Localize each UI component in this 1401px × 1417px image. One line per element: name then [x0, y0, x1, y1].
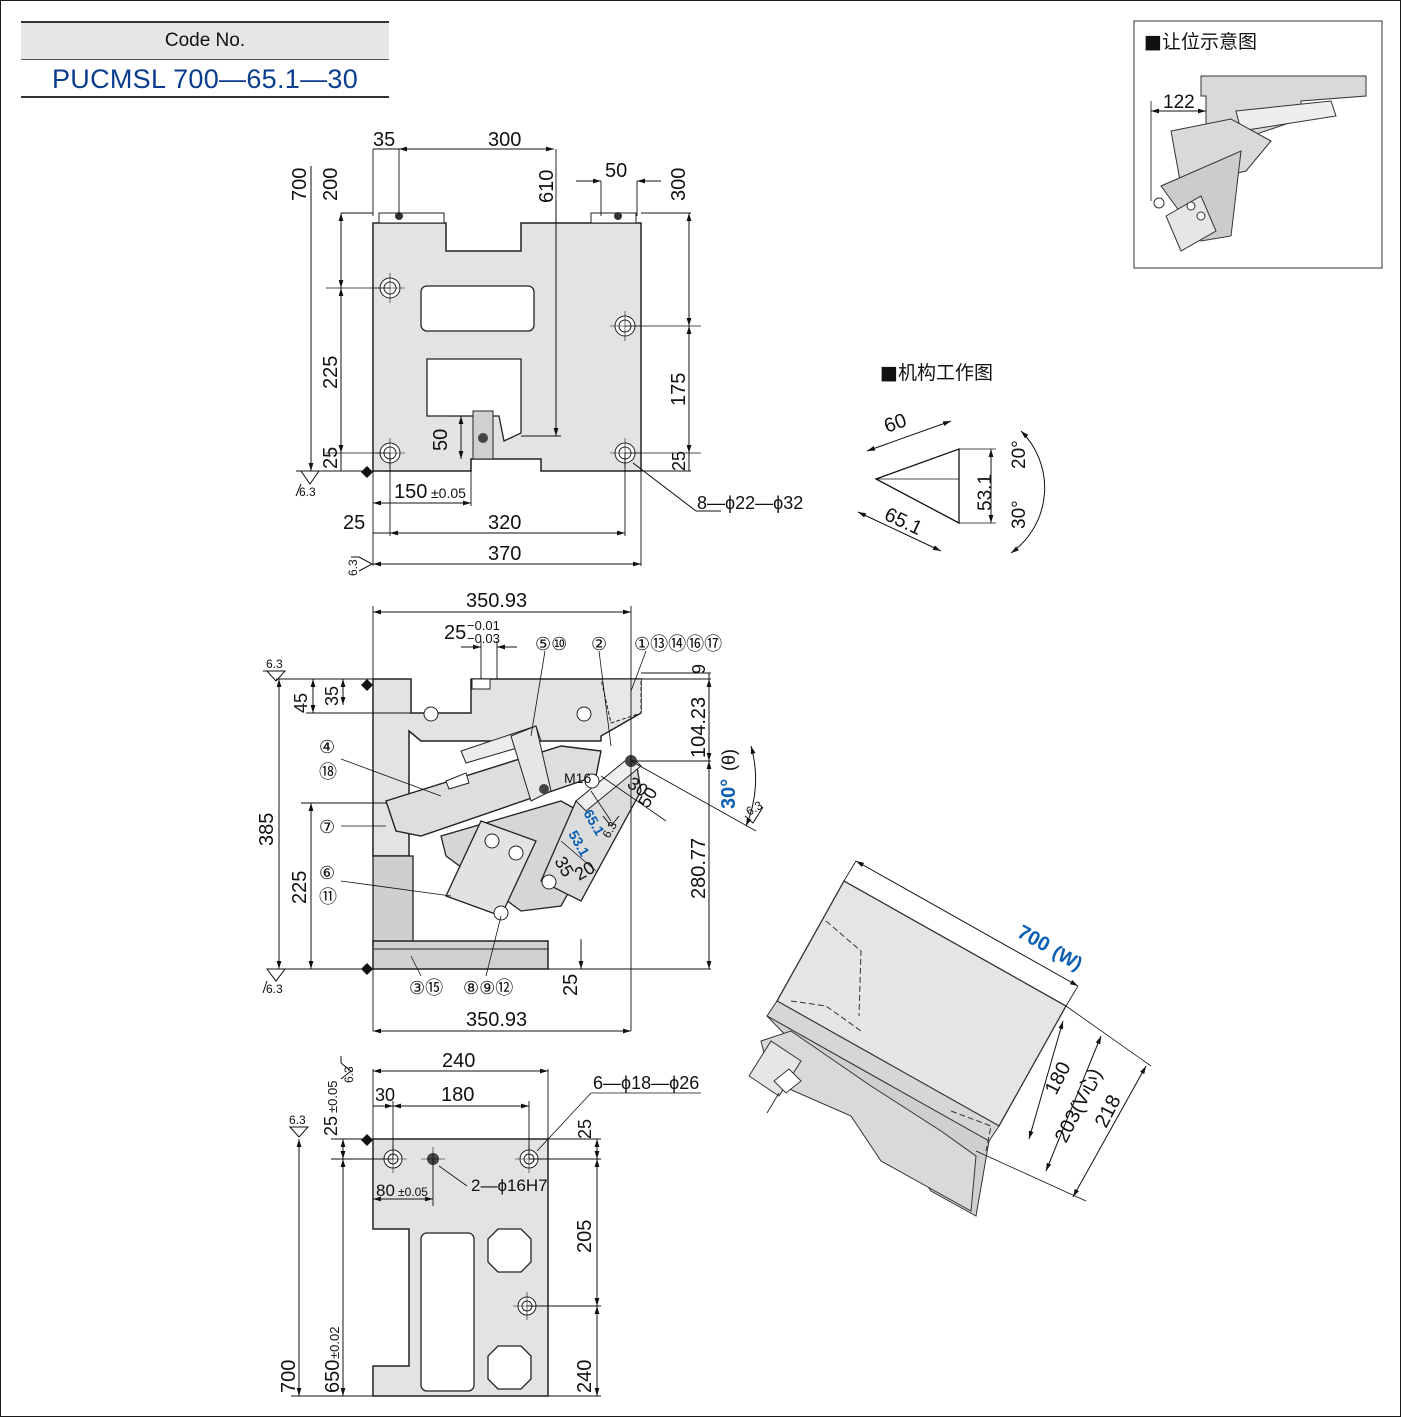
code-value: PUCMSL 700—65.1—30 — [21, 60, 389, 98]
fv-dim-225: 225 — [320, 356, 342, 389]
fv-dim-35: 35 — [373, 129, 395, 151]
sv-part-2: ② — [591, 634, 607, 655]
sv-roughness-1: 6.3 — [266, 657, 283, 671]
fv-dim-150-tol: ±0.05 — [431, 485, 466, 501]
fv-dim-370: 370 — [488, 543, 521, 565]
mech-angle-20: 20° — [1009, 440, 1030, 469]
sv-part-11: ⑪ — [319, 887, 337, 908]
fv-roughness-1: 6.3 — [299, 485, 316, 499]
fv-dim-200: 200 — [320, 168, 342, 201]
sv-dim-key-lower: −0.03 — [467, 631, 500, 646]
sv-roughness-2: 6.3 — [266, 982, 283, 996]
bv-dim-700: 700 — [278, 1360, 300, 1393]
fv-dim-300-right: 300 — [668, 168, 690, 201]
bv-dim-650: 650 — [322, 1360, 344, 1393]
mech-dim-65: 65.1 — [881, 504, 926, 540]
iso-dim-218: 218 — [1091, 1092, 1126, 1132]
bv-dim-25-tol-sub: ±0.05 — [325, 1081, 340, 1113]
bv-dim-205: 205 — [574, 1220, 596, 1253]
sv-part-5-10: ⑤⑩ — [535, 634, 567, 655]
inset-dim: 122 — [1163, 92, 1195, 113]
fv-dim-25-left: 25 — [320, 447, 342, 469]
sv-part-7: ⑦ — [319, 817, 335, 838]
sv-dim-key: 25 — [444, 622, 466, 644]
sv-dim-104: 104.23 — [688, 697, 710, 758]
mechanism-diagram: ■机构工作图 60 65.1 53.1 20° 30° — [857, 362, 1046, 554]
bv-dim-25-tol: 25 — [321, 1116, 341, 1136]
sv-roughness-3: 6.3 — [744, 798, 766, 819]
sv-part-18: ⑱ — [319, 762, 337, 783]
inset-title: ■让位示意图 — [1144, 31, 1257, 53]
sv-part-4: ④ — [319, 737, 335, 758]
code-label: Code No. — [21, 21, 389, 60]
fv-dim-25-right: 25 — [669, 451, 689, 471]
fv-roughness-2: 6.3 — [346, 559, 360, 576]
clearance-inset: ■让位示意图 122 — [1133, 20, 1383, 269]
bv-roughness-1: 6.3 — [342, 1066, 356, 1083]
bottom-view: 240 30 180 25 ±0.05 25 6—ϕ18—ϕ26 2—ϕ16H7… — [278, 1050, 701, 1397]
iso-width-sym: (W) — [1049, 942, 1086, 975]
bv-dim-80-sub: ±0.05 — [398, 1185, 428, 1199]
sv-dim-top: 350.93 — [466, 590, 527, 612]
bv-roughness-2: 6.3 — [289, 1113, 306, 1127]
bv-dim-650-sub: ±0.02 — [327, 1327, 342, 1359]
fv-dim-610: 610 — [536, 170, 558, 203]
mech-dim-53: 53.1 — [975, 474, 996, 511]
fv-dim-50: 50 — [605, 160, 627, 182]
bv-dim-80: 80 — [376, 1181, 395, 1200]
sv-dim-225: 225 — [289, 871, 311, 904]
sv-dim-25-bottom: 25 — [560, 974, 582, 996]
mech-dim-60: 60 — [881, 409, 909, 437]
sv-dim-45: 45 — [291, 693, 311, 713]
isometric-view: 700 (W) 180 203(V心) 218 — [748, 860, 1152, 1217]
bv-dim-180: 180 — [441, 1084, 474, 1106]
front-view: 35 300 50 610 700 200 225 25 300 175 25 … — [289, 129, 803, 576]
sv-dim-280: 280.77 — [688, 838, 710, 899]
sv-angle-symbol: (θ) — [719, 749, 739, 771]
bv-dim-25-right: 25 — [575, 1119, 595, 1139]
fv-dim-175: 175 — [668, 373, 690, 406]
sv-part-3-15: ③⑮ — [409, 978, 443, 999]
fv-dim-700: 700 — [289, 168, 311, 201]
bv-dim-240: 240 — [442, 1050, 475, 1072]
sv-part-1-13-14-16-17: ①⑬⑭⑯⑰ — [634, 634, 722, 655]
iso-dim-180: 180 — [1041, 1059, 1076, 1099]
iso-width-dim: 700 — [1014, 921, 1054, 956]
sv-angle: 30° — [718, 779, 740, 809]
mech-angle-30: 30° — [1009, 500, 1030, 529]
fv-hole-note: 8—ϕ22—ϕ32 — [697, 493, 803, 513]
fv-dim-300: 300 — [488, 129, 521, 151]
code-number-box: Code No. PUCMSL 700—65.1—30 — [21, 21, 389, 98]
sv-dim-bottom: 350.93 — [466, 1009, 527, 1031]
sv-dim-385: 385 — [256, 813, 278, 846]
sv-dim-key-upper: −0.01 — [467, 618, 500, 633]
sv-dim-9: 9 — [689, 664, 709, 674]
bv-pin-note: 2—ϕ16H7 — [471, 1176, 548, 1195]
fv-dim-150: 150 — [394, 481, 427, 503]
fv-dim-320: 320 — [488, 512, 521, 534]
bv-dim-30: 30 — [375, 1085, 395, 1105]
sv-part-6: ⑥ — [319, 863, 335, 884]
sv-thread: M16 — [564, 770, 591, 786]
bv-dim-240-right: 240 — [574, 1360, 596, 1393]
bv-hole-note: 6—ϕ18—ϕ26 — [593, 1073, 699, 1093]
fv-dim-slot-50: 50 — [430, 429, 452, 451]
sv-part-8-9-12: ⑧⑨⑫ — [463, 978, 513, 999]
side-view: 350.93 25 −0.01 −0.03 45 35 385 225 9 10… — [256, 590, 766, 1034]
fv-dim-25-bottom: 25 — [343, 512, 365, 534]
sv-dim-35: 35 — [322, 686, 342, 706]
mechanism-title: ■机构工作图 — [880, 362, 993, 384]
